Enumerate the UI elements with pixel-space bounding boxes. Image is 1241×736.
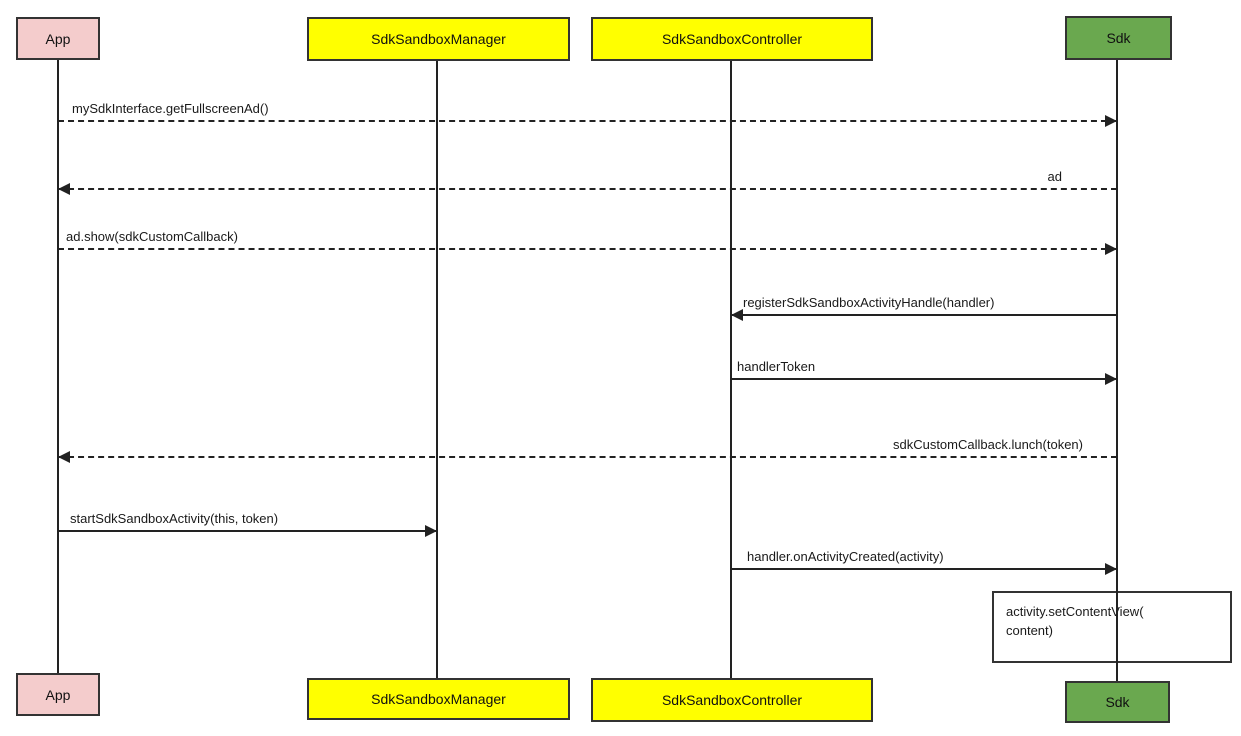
actor-box-sdk-bottom: Sdk [1065, 681, 1170, 723]
message-label: sdkCustomCallback.lunch(token) [892, 437, 1083, 452]
lifeline-sdk-sandbox-manager [436, 61, 438, 678]
actor-box-sdk-sandbox-manager-top: SdkSandboxManager [307, 17, 570, 61]
message-line [731, 314, 1117, 316]
actor-box-sdk-sandbox-controller-bottom: SdkSandboxController [591, 678, 873, 722]
message-line [731, 568, 1117, 570]
message-line [58, 120, 1117, 122]
lifeline-sdk [1116, 60, 1118, 681]
actor-box-sdk-sandbox-controller-top: SdkSandboxController [591, 17, 873, 61]
arrowhead-left-icon [58, 183, 70, 195]
actor-box-app-bottom: App [16, 673, 100, 716]
actor-label-sdk-sandbox-controller-bottom: SdkSandboxController [661, 692, 803, 708]
note-activity-set-content-view: activity.setContentView( content) [992, 591, 1232, 663]
actor-label-sdk-top: Sdk [1106, 30, 1131, 46]
arrowhead-right-icon [1105, 373, 1117, 385]
actor-label-app-bottom: App [45, 686, 71, 703]
actor-label-sdk-sandbox-manager-bottom: SdkSandboxManager [371, 691, 506, 707]
message-line [58, 248, 1117, 250]
message-line [58, 530, 437, 532]
message-label: ad [1047, 169, 1062, 184]
message-line [731, 378, 1117, 380]
arrowhead-left-icon [731, 309, 743, 321]
actor-box-sdk-top: Sdk [1065, 16, 1172, 60]
message-label: mySdkInterface.getFullscreenAd() [72, 101, 269, 116]
actor-label-sdk-bottom: Sdk [1105, 694, 1130, 710]
actor-label-sdk-sandbox-controller-top: SdkSandboxController [661, 31, 803, 47]
actor-label-app-top: App [45, 30, 71, 47]
actor-box-app-top: App [16, 17, 100, 60]
message-label: startSdkSandboxActivity(this, token) [70, 511, 279, 526]
message-label: registerSdkSandboxActivityHandle(handler… [743, 295, 995, 310]
note-line-2: content) [1006, 622, 1053, 638]
arrowhead-right-icon [425, 525, 437, 537]
message-label: handler.onActivityCreated(activity) [747, 549, 944, 564]
arrowhead-right-icon [1105, 563, 1117, 575]
arrowhead-right-icon [1105, 243, 1117, 255]
message-label: ad.show(sdkCustomCallback) [66, 229, 238, 244]
lifeline-sdk-sandbox-controller [730, 61, 732, 678]
actor-label-sdk-sandbox-manager-top: SdkSandboxManager [371, 31, 506, 47]
lifeline-app [57, 60, 59, 673]
actor-box-sdk-sandbox-manager-bottom: SdkSandboxManager [307, 678, 570, 720]
message-line [58, 188, 1117, 190]
message-line [58, 456, 1117, 458]
note-line-1: activity.setContentView( [1006, 604, 1144, 619]
arrowhead-left-icon [58, 451, 70, 463]
arrowhead-right-icon [1105, 115, 1117, 127]
message-label: handlerToken [737, 359, 816, 374]
